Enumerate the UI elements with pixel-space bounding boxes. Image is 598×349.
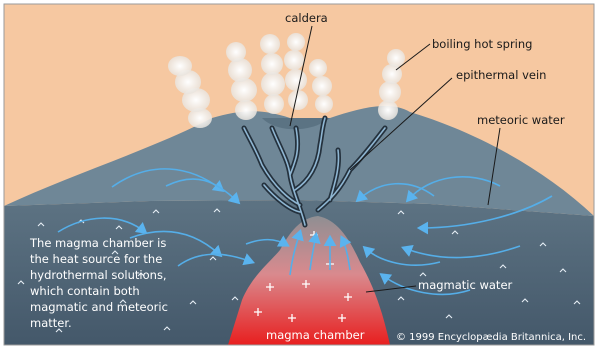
caption-line-3: hydrothermal solutions,: [30, 268, 167, 282]
caldera-label: caldera: [285, 11, 328, 25]
magmatic-water-label: magmatic water: [418, 278, 513, 292]
caption-line-5: magmatic and meteoric: [30, 300, 168, 314]
copyright-notice: © 1999 Encyclopædia Britannica, Inc.: [396, 332, 586, 343]
caption-line-4: which contain both: [30, 284, 140, 298]
boiling-hot-spring-label: boiling hot spring: [432, 37, 532, 51]
magma-chamber-label: magma chamber: [266, 328, 365, 342]
meteoric-water-label: meteoric water: [477, 113, 565, 127]
caption-line-2: the heat source for the: [30, 252, 162, 266]
caption-line-6: matter.: [30, 316, 72, 330]
epithermal-vein-label: epithermal vein: [456, 68, 546, 82]
caption-line-1: The magma chamber is: [29, 236, 166, 250]
